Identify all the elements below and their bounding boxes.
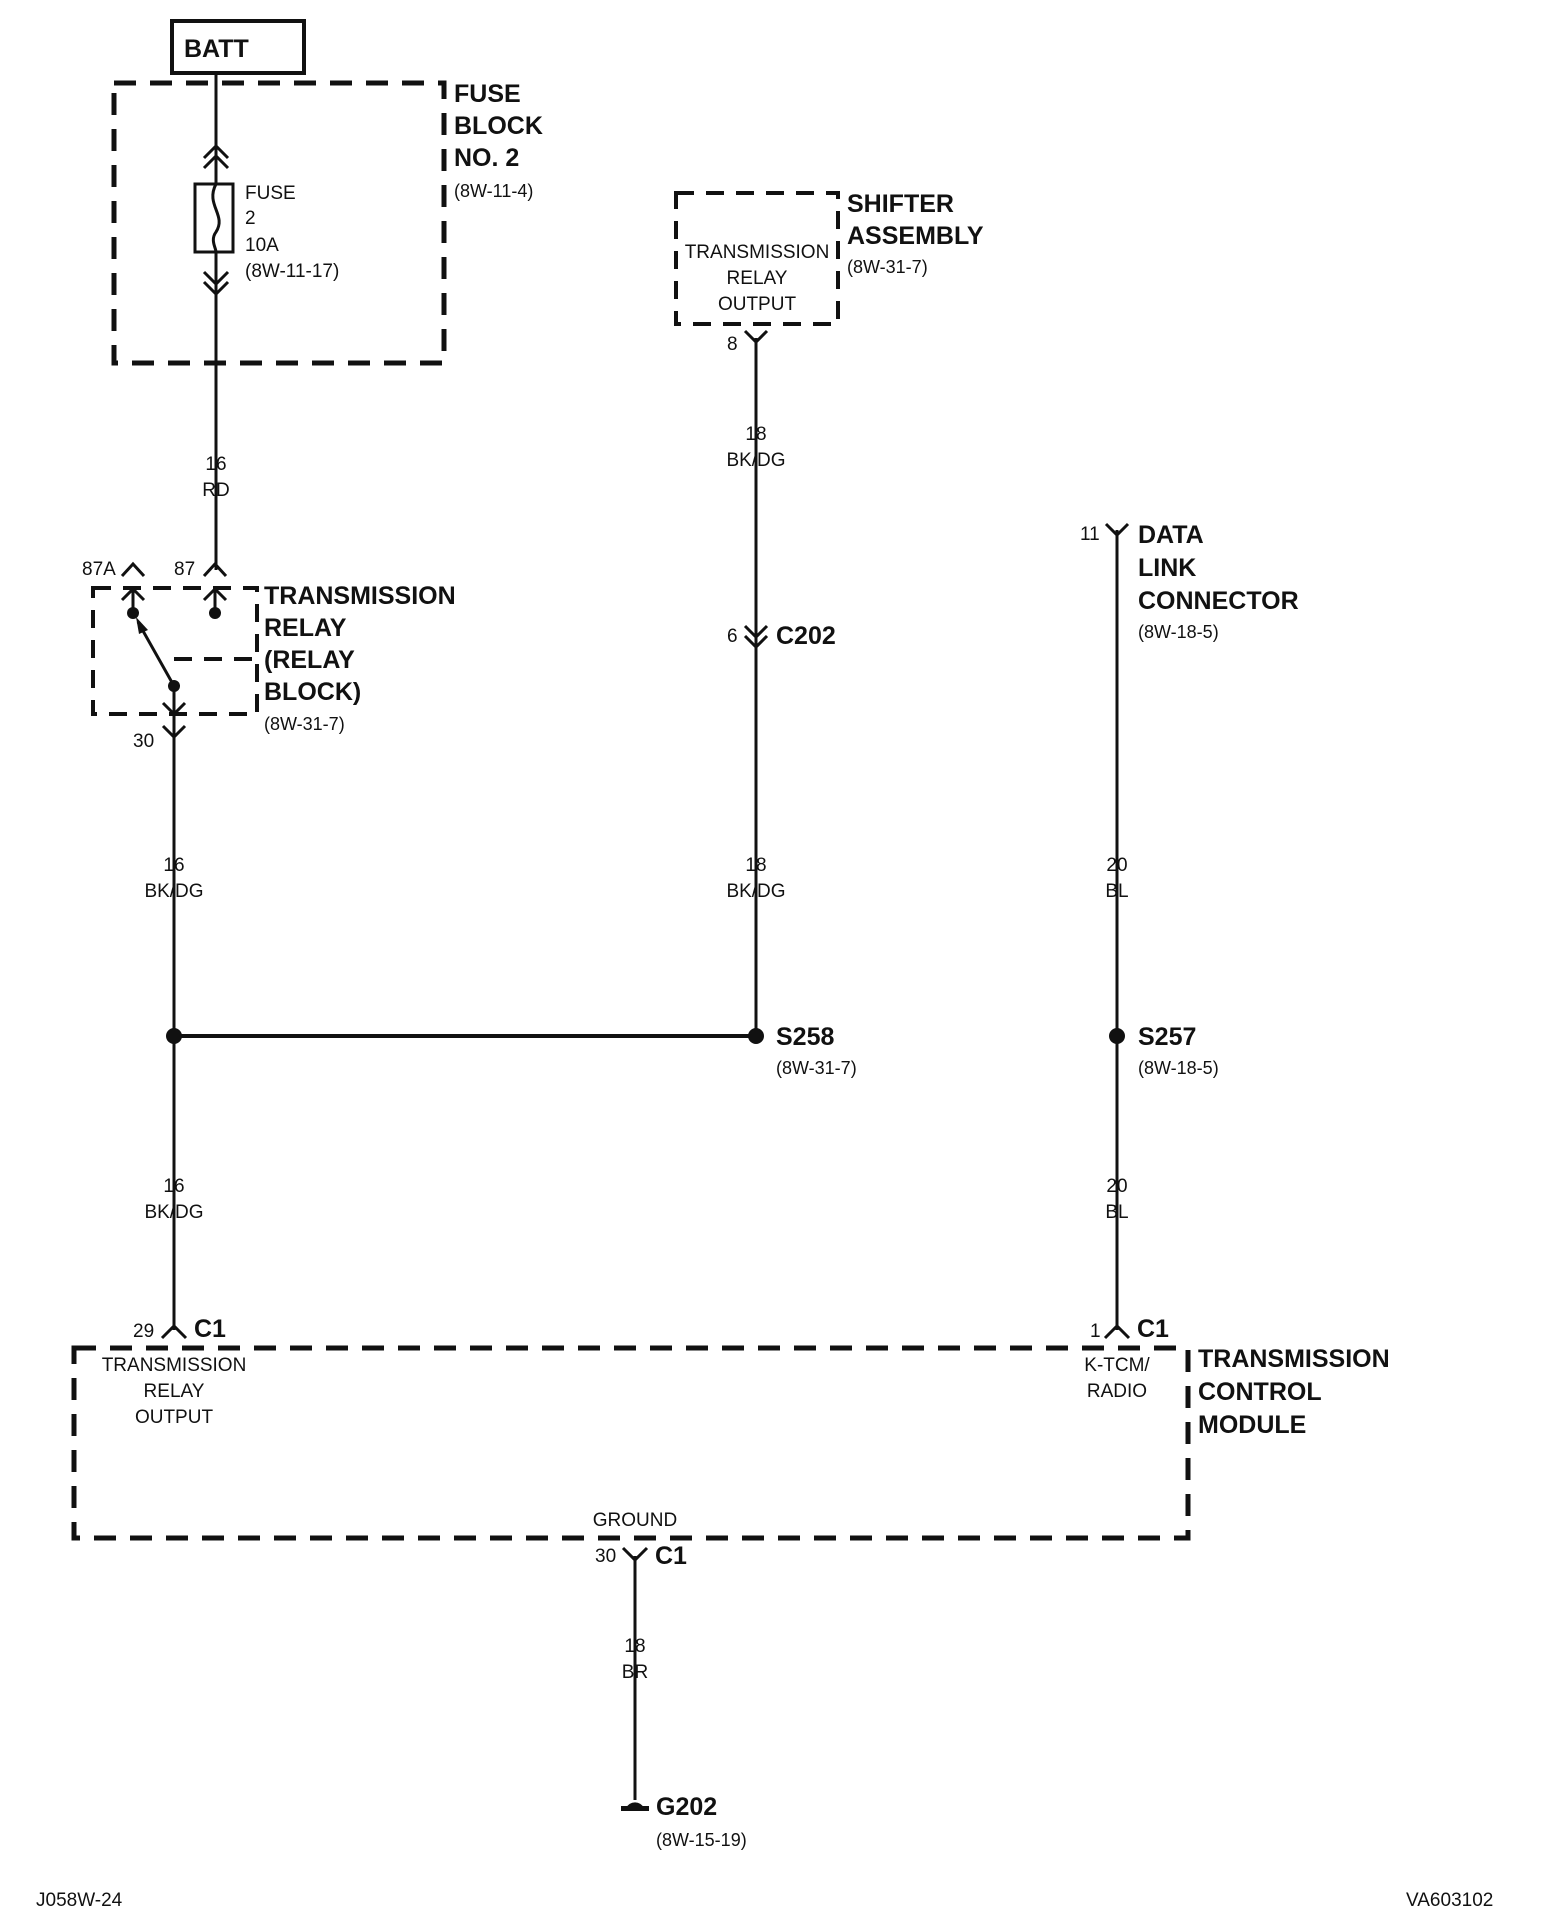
relay-87a-inner-terminal <box>120 586 146 602</box>
shifter-inner-line3: OUTPUT <box>718 294 797 315</box>
wire-dlc-s257-gauge: 20 <box>1106 855 1127 876</box>
fuse-label-line3: 10A <box>245 235 279 256</box>
tcm-name-line2: CONTROL <box>1198 1378 1322 1406</box>
tcm-pin30-conn: C1 <box>655 1542 687 1570</box>
fuse-element <box>211 183 221 253</box>
shifter-outline <box>674 191 840 326</box>
wire-tcm-ground-gauge: 18 <box>624 1636 645 1657</box>
tcm-pin29-func-line2: RELAY <box>144 1381 205 1402</box>
splice-s257-ref: (8W-18-5) <box>1138 1058 1219 1078</box>
wire-c202-s258-color: BK/DG <box>726 881 785 902</box>
relay-87-terminal <box>202 561 228 578</box>
ground-name: G202 <box>656 1793 717 1821</box>
relay-87-contact <box>209 607 221 619</box>
relay-switch-arrow <box>136 617 148 634</box>
dlc-name-line3: CONNECTOR <box>1138 587 1299 615</box>
footer-right-code: VA603102 <box>1406 1890 1493 1911</box>
fuse-block-name-line1: FUSE <box>454 80 521 108</box>
dlc-pin: 11 <box>1080 524 1100 545</box>
tcm-pin29-func-line3: OUTPUT <box>135 1407 214 1428</box>
fuse-upper-terminal-2 <box>202 153 230 170</box>
relay-name-line3: (RELAY <box>264 646 355 674</box>
dlc-name-line2: LINK <box>1138 554 1196 582</box>
shifter-inner-line2: RELAY <box>727 268 788 289</box>
tcm-pin30-number: 30 <box>595 1546 616 1567</box>
splice-s258-name: S258 <box>776 1023 834 1051</box>
relay-87-inner-terminal <box>202 586 228 602</box>
battery-label: BATT <box>184 35 249 63</box>
shifter-pin: 8 <box>727 334 738 355</box>
tcm-outline <box>71 1345 1191 1541</box>
footer-left-code: J058W-24 <box>36 1890 123 1911</box>
tcm-pin1-terminal <box>1103 1323 1131 1340</box>
fuse-label-line4: (8W-11-17) <box>245 261 339 282</box>
splice-s257-name: S257 <box>1138 1023 1196 1051</box>
tcm-pin1-func-line1: K-TCM/ <box>1084 1355 1150 1376</box>
relay-pin-87a: 87A <box>82 559 116 580</box>
c202-name: C202 <box>776 622 836 650</box>
ground-symbol-bar <box>621 1806 649 1811</box>
tcm-ground-func: GROUND <box>593 1510 677 1531</box>
tcm-pin1-func-line2: RADIO <box>1087 1381 1147 1402</box>
tcm-name-line1: TRANSMISSION <box>1198 1345 1390 1373</box>
fuse-lower-terminal-2 <box>202 280 230 297</box>
wire-relay-splice-color: BK/DG <box>144 881 203 902</box>
dlc-ref: (8W-18-5) <box>1138 622 1219 642</box>
relay-name-line2: RELAY <box>264 614 347 642</box>
shifter-name-line1: SHIFTER <box>847 190 954 218</box>
wire-c202-s258-gauge: 18 <box>745 855 766 876</box>
relay-pin-30: 30 <box>133 731 154 752</box>
wire-s257-tcm-color: BL <box>1105 1202 1128 1223</box>
tcm-pin1-conn: C1 <box>1137 1315 1169 1343</box>
tcm-pin29-number: 29 <box>133 1321 154 1342</box>
relay-switch-arm <box>136 621 176 687</box>
fuse-upper-terminal <box>202 143 230 160</box>
ground-ref: (8W-15-19) <box>656 1830 747 1850</box>
wire-fuse-relay-color: RD <box>202 480 229 501</box>
fuse-block-outline <box>111 80 447 366</box>
splice-s258-dot <box>748 1028 764 1044</box>
wire-splice-tcm-color: BK/DG <box>144 1202 203 1223</box>
relay-87a-terminal <box>120 561 146 578</box>
c202-pin: 6 <box>727 626 738 647</box>
dlc-name-line1: DATA <box>1138 521 1204 549</box>
c202-terminal-2 <box>743 634 769 650</box>
fuse-block-name-line3: NO. 2 <box>454 144 519 172</box>
relay-ref: (8W-31-7) <box>264 714 345 734</box>
relay-87a-contact <box>127 607 139 619</box>
shifter-name-line2: ASSEMBLY <box>847 222 984 250</box>
wire-tcm-ground-color: BR <box>622 1662 648 1683</box>
fuse-block-ref: (8W-11-4) <box>454 181 533 201</box>
fuse-label-line1: FUSE <box>245 183 296 204</box>
fuse-block-name-line2: BLOCK <box>454 112 543 140</box>
relay-30-inner-terminal <box>161 701 187 717</box>
c202-terminal-1 <box>743 624 769 640</box>
tcm-pin29-conn: C1 <box>194 1315 226 1343</box>
relay-pin-87: 87 <box>174 559 195 580</box>
shifter-inner-line1: TRANSMISSION <box>685 242 830 263</box>
wire-dlc-s257-color: BL <box>1105 881 1128 902</box>
relay-name-line1: TRANSMISSION <box>264 582 456 610</box>
tcm-name-line3: MODULE <box>1198 1411 1306 1439</box>
splice-s258-ref: (8W-31-7) <box>776 1058 857 1078</box>
tcm-pin29-terminal <box>160 1323 188 1340</box>
fuse-label-line2: 2 <box>245 208 256 229</box>
wire-relay-splice-gauge: 16 <box>163 855 184 876</box>
shifter-ref: (8W-31-7) <box>847 257 928 277</box>
wire-shifter-c202-gauge: 18 <box>745 424 766 445</box>
fuse-lower-terminal <box>202 270 230 287</box>
wire-s257-tcm-gauge: 20 <box>1106 1176 1127 1197</box>
wire-shifter-c202-color: BK/DG <box>726 450 785 471</box>
tcm-pin1-number: 1 <box>1090 1321 1101 1342</box>
tcm-pin29-func-line1: TRANSMISSION <box>102 1355 247 1376</box>
wire-fuse-relay-gauge: 16 <box>205 454 226 475</box>
relay-name-line4: BLOCK) <box>264 678 361 706</box>
wire-splice-tcm-gauge: 16 <box>163 1176 184 1197</box>
battery-box <box>170 19 306 75</box>
